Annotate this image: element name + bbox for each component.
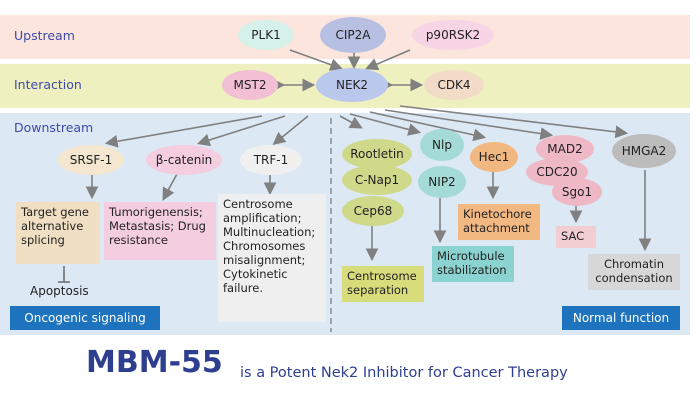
box-kinetochore-attachment: Kinetochore attachment: [458, 204, 540, 240]
node-beta-catenin: β-catenin: [146, 145, 222, 175]
arrow-to-nlp: [349, 113, 422, 136]
node-cnap1: C-Nap1: [342, 165, 412, 195]
box-chromatin-condensation: Chromatin condensation: [588, 254, 680, 290]
downstream-label: Downstream: [14, 120, 94, 135]
node-hmga2: HMGA2: [612, 134, 676, 168]
node-trf1: TRF-1: [240, 145, 302, 175]
node-cdk4: CDK4: [424, 70, 484, 100]
arrow-to-hec1: [369, 111, 487, 142]
node-srsf1: SRSF-1: [58, 145, 124, 175]
box-microtubule-stabilization: Microtubule stabilization: [432, 246, 514, 282]
upstream-label: Upstream: [14, 28, 75, 43]
node-rootletin: Rootletin: [342, 139, 412, 169]
label-apoptosis: Apoptosis: [30, 284, 89, 298]
box-centrosome-separation: Centrosome separation: [342, 266, 424, 302]
arrow-to-catenin: [196, 115, 286, 147]
node-mst2: MST2: [222, 70, 278, 100]
arrow-to-trf1: [272, 115, 309, 146]
node-nek2: NEK2: [316, 68, 388, 102]
box-tumorigenesis: Tumorigenensis; Metastasis; Drug resista…: [104, 202, 216, 260]
interaction-label: Interaction: [14, 77, 82, 92]
node-cep68: Cep68: [342, 196, 404, 226]
title-subtitle: is a Potent Nek2 Inhibitor for Cancer Th…: [240, 365, 568, 381]
arrow-to-srsf1: [104, 115, 263, 148]
node-cip2a: CIP2A: [320, 17, 386, 53]
node-p90rsk2: p90RSK2: [412, 20, 494, 50]
arrow-catenin-tumor: [162, 171, 179, 201]
arrow-p90rsk2-nek2: [365, 49, 411, 71]
node-nip2: NIP2: [418, 166, 466, 198]
node-plk1: PLK1: [238, 20, 294, 50]
node-nlp: Nlp: [420, 129, 464, 161]
box-sac: SAC: [556, 226, 596, 248]
arrow-to-hmga2: [399, 105, 629, 139]
node-sgo1: Sgo1: [552, 178, 602, 206]
footer-oncogenic-signaling: Oncogenic signaling: [10, 306, 160, 330]
box-target-gene: Target gene alternative splicing: [16, 202, 100, 264]
node-hec1: Hec1: [470, 142, 518, 172]
arrow-to-rootletin: [339, 115, 363, 129]
footer-normal-function: Normal function: [562, 306, 680, 330]
arrow-to-mad2: [384, 109, 554, 140]
arrow-plk1-nek2: [289, 49, 344, 71]
title-main: MBM-55: [86, 345, 223, 380]
box-centrosome-amplification: Centrosome amplification; Multinucleatio…: [218, 194, 326, 322]
